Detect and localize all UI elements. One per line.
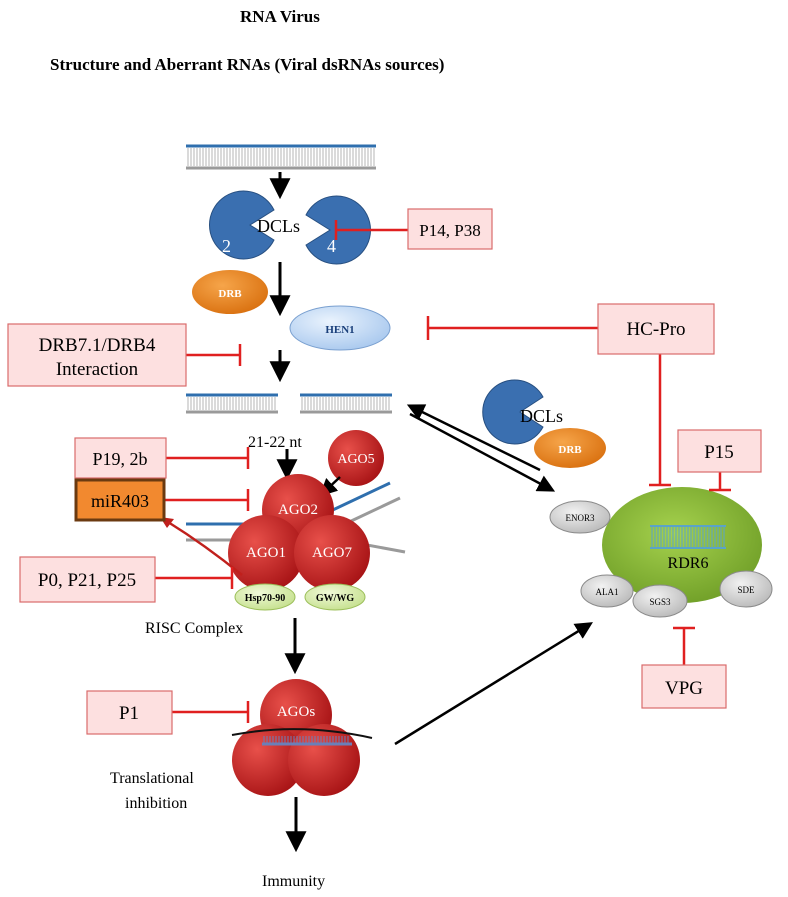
p1-box — [86, 690, 173, 735]
mir403-label: miR403 — [91, 491, 149, 511]
drb-interaction-box — [7, 323, 187, 387]
vpg-box — [641, 664, 727, 709]
vpg-label: VPG — [665, 678, 703, 699]
hc-pro-inhibition — [426, 316, 671, 487]
sgs3-label: SGS3 — [649, 597, 671, 607]
dcl2-number: 2 — [222, 236, 231, 256]
drb-right-ellipse — [534, 428, 606, 468]
ago7-circle — [294, 515, 370, 591]
hen1-label: HEN1 — [325, 324, 354, 336]
ago1-circle — [228, 515, 304, 591]
inhibition-label: inhibition — [125, 795, 187, 812]
risc-complex-label: RISC Complex — [145, 620, 243, 637]
dcl4-number: 4 — [327, 236, 336, 256]
hc-pro-box — [597, 303, 715, 355]
sde-label: SDE — [737, 585, 755, 595]
p19-2b-inhibition — [166, 447, 250, 469]
dcls-right-pacman — [482, 379, 544, 445]
drb-interaction-inhibition — [186, 344, 242, 366]
p1-inhibition — [172, 701, 250, 723]
p19-2b-label: P19, 2b — [92, 449, 147, 469]
sirna-duplex-left — [186, 393, 278, 414]
p14-p38-label: P14, P38 — [419, 221, 480, 240]
viral-dsrna-top — [186, 144, 376, 170]
hsp70-90-ellipse — [234, 583, 296, 611]
rdr6-dsrna — [650, 525, 726, 549]
sirna-length-label: 21-22 nt — [248, 434, 302, 451]
sgs3-ellipse — [632, 584, 688, 618]
p15-box — [677, 429, 762, 473]
vpg-inhibition — [673, 626, 695, 665]
dcl2-pacman — [208, 190, 275, 260]
arrow-agos-to-rdr6 — [394, 622, 593, 746]
immunity-label: Immunity — [262, 873, 325, 890]
agos-circle-left — [232, 724, 304, 796]
arrow-sirna-to-rdr6 — [409, 412, 556, 492]
ago5-label: AGO5 — [337, 452, 374, 467]
dcls-label: DCLs — [257, 216, 300, 236]
ago2-label: AGO2 — [278, 502, 318, 518]
hsp70-90-label: Hsp70-90 — [245, 593, 286, 604]
drb-right-label: DRB — [558, 444, 582, 456]
p0-p21-p25-box — [19, 556, 156, 603]
enor3-ellipse — [549, 500, 611, 534]
ago1-label: AGO1 — [246, 545, 286, 561]
drb-interaction-line1: DRB7.1/DRB4 — [39, 335, 156, 356]
arrow-rdr6-to-sirna — [406, 404, 541, 472]
enor3-label: ENOR3 — [566, 513, 595, 523]
rdr6-label: RDR6 — [668, 555, 709, 572]
mir403-box — [74, 478, 166, 522]
sirna-duplex-right — [300, 393, 392, 414]
diagram-subtitle: Structure and Aberrant RNAs (Viral dsRNA… — [50, 55, 444, 74]
ala1-ellipse — [580, 574, 634, 608]
p0-p21-p25-label: P0, P21, P25 — [38, 570, 136, 591]
agos-circle-right — [288, 724, 360, 796]
p0-p21-p25-inhibition — [155, 567, 234, 589]
ala1-label: ALA1 — [596, 587, 619, 597]
gw-wg-ellipse — [304, 583, 366, 611]
gw-wg-label: GW/WG — [316, 593, 355, 604]
diagram-title: RNA Virus — [240, 7, 320, 26]
p15-inhibition — [709, 472, 731, 492]
drb-ellipse — [192, 270, 268, 314]
sde-ellipse — [719, 570, 773, 608]
p19-2b-box — [74, 437, 167, 479]
p15-label: P15 — [704, 442, 734, 463]
hen1-ellipse — [289, 305, 391, 351]
drb-label: DRB — [218, 288, 242, 300]
ago7-label: AGO7 — [312, 545, 352, 561]
drb-interaction-line2: Interaction — [56, 359, 139, 380]
agos-target-rna — [231, 728, 373, 746]
p1-label: P1 — [119, 703, 139, 724]
p14-p38-box — [407, 208, 493, 250]
p14-p38-inhibition — [334, 220, 408, 240]
translational-label: Translational — [110, 770, 194, 787]
ago5-circle — [328, 430, 384, 486]
dcls-right-label: DCLs — [520, 406, 563, 426]
hc-pro-label: HC-Pro — [626, 319, 685, 340]
agos-label: AGOs — [277, 704, 315, 720]
